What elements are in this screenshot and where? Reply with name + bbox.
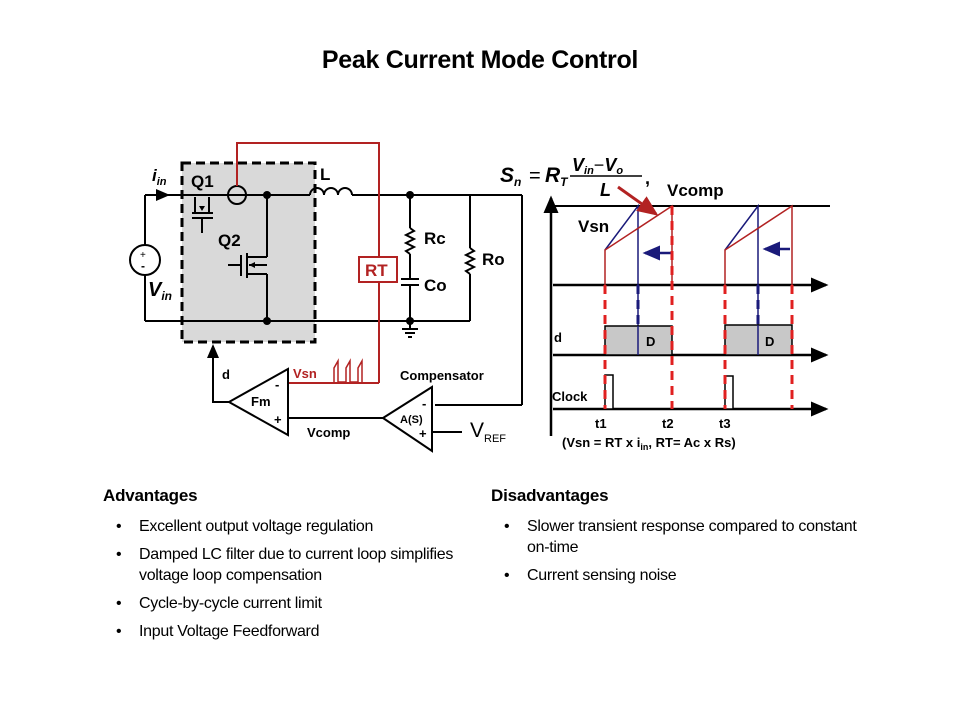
vsn-definition-note: (Vsn = RT x iin, RT= Ac x Rs) bbox=[562, 435, 736, 452]
ro-label: Ro bbox=[482, 250, 505, 269]
fm-plus-sign: + bbox=[274, 412, 282, 427]
power-stage: + - bbox=[129, 161, 523, 406]
vin-label: Vin bbox=[148, 279, 172, 303]
rc-resistor-icon bbox=[403, 227, 417, 255]
t1-label: t1 bbox=[595, 416, 607, 431]
slide-title: Peak Current Mode Control bbox=[321, 46, 639, 74]
compensator-amplifier bbox=[381, 385, 462, 453]
d-label: d bbox=[222, 367, 230, 382]
slope-formula: Sn = RT Vin−Vo L , bbox=[500, 155, 650, 200]
rc-label: Rc bbox=[424, 229, 446, 248]
iin-label: iin bbox=[152, 166, 167, 188]
source-plus: + bbox=[140, 250, 146, 261]
source-minus: - bbox=[141, 259, 145, 273]
list-item: Slower transient response compared to co… bbox=[491, 516, 871, 558]
duty-label-1: D bbox=[646, 334, 655, 349]
duty-label-2: D bbox=[765, 334, 774, 349]
current-sense-path bbox=[236, 142, 398, 384]
list-item: Cycle-by-cycle current limit bbox=[103, 593, 483, 614]
vcomp-wave-label: Vcomp bbox=[667, 181, 724, 200]
vcomp-circuit-label: Vcomp bbox=[307, 425, 350, 440]
q2-label: Q2 bbox=[218, 231, 241, 250]
formula-comma: , bbox=[645, 168, 650, 188]
ro-resistor-icon bbox=[463, 247, 477, 275]
fm-label: Fm bbox=[251, 394, 271, 409]
advantages-list: Excellent output voltage regulation Damp… bbox=[103, 516, 483, 642]
disadvantages-heading: Disadvantages bbox=[491, 486, 609, 505]
rt-label: RT bbox=[365, 261, 388, 280]
formula-sn: Sn bbox=[500, 164, 521, 189]
q1-mosfet-icon bbox=[192, 197, 213, 233]
timing-diagram bbox=[543, 185, 830, 436]
fm-minus-sign: - bbox=[275, 377, 279, 392]
vref-label: VREF bbox=[470, 419, 506, 445]
co-capacitor-icon bbox=[401, 278, 419, 286]
t2-label: t2 bbox=[662, 416, 674, 431]
list-item: Damped LC filter due to current loop sim… bbox=[103, 544, 483, 586]
circuit-and-waveform-diagram: + - bbox=[129, 142, 830, 453]
fm-comparator bbox=[207, 344, 383, 437]
vsn-ramp-slow-2 bbox=[724, 204, 793, 285]
inductor-label: L bbox=[320, 165, 330, 184]
inductor-icon bbox=[309, 187, 355, 196]
vsn-ramp-slow-1 bbox=[604, 204, 673, 285]
t3-label: t3 bbox=[719, 416, 731, 431]
switch-block bbox=[180, 161, 317, 344]
formula-equals: = bbox=[529, 165, 541, 187]
vsn-waveform-icon bbox=[333, 358, 363, 383]
list-item: Current sensing noise bbox=[491, 565, 871, 586]
vsn-wave-label: Vsn bbox=[578, 217, 609, 236]
voltage-source-icon bbox=[129, 244, 161, 276]
comp-minus-sign: - bbox=[422, 396, 426, 411]
d-wave-label: d bbox=[554, 330, 562, 345]
advantages-section: Advantages Excellent output voltage regu… bbox=[103, 486, 483, 649]
formula-denominator: L bbox=[600, 180, 611, 200]
list-item: Input Voltage Feedforward bbox=[103, 621, 483, 642]
list-item: Excellent output voltage regulation bbox=[103, 516, 483, 537]
q2-mosfet-icon bbox=[228, 253, 267, 278]
compensator-label: Compensator bbox=[400, 368, 484, 383]
clock-label: Clock bbox=[552, 389, 588, 404]
disadvantages-section: Disadvantages Slower transient response … bbox=[491, 486, 871, 593]
advantages-heading: Advantages bbox=[103, 486, 198, 505]
as-label: A(S) bbox=[400, 414, 423, 426]
vsn-circuit-label: Vsn bbox=[293, 366, 317, 381]
comp-plus-sign: + bbox=[419, 426, 427, 441]
duty-feedback-arrow-icon bbox=[207, 344, 229, 403]
disadvantages-list: Slower transient response compared to co… bbox=[491, 516, 871, 586]
rt-block bbox=[358, 256, 398, 283]
slope-pointer-arrow-icon bbox=[617, 185, 659, 216]
ground-icon bbox=[402, 321, 418, 338]
q1-label: Q1 bbox=[191, 172, 214, 191]
formula-rt: RT bbox=[545, 164, 569, 189]
formula-numerator: Vin−Vo bbox=[572, 155, 623, 177]
co-label: Co bbox=[424, 276, 447, 295]
